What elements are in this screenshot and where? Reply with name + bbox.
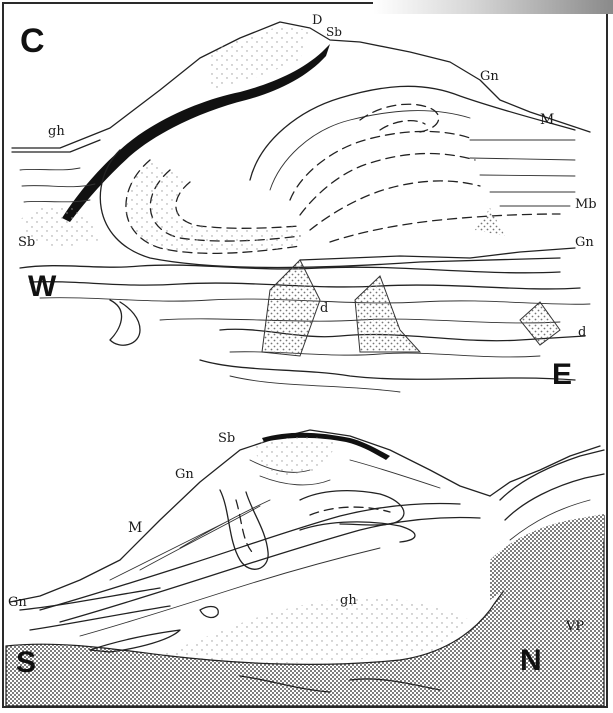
label-Sb-left: Sb — [18, 235, 35, 250]
label-M-lower: M — [128, 520, 142, 536]
label-Sb-lower: Sb — [218, 431, 235, 446]
label-D: D — [312, 13, 322, 28]
label-Gn-lower: Gn — [175, 467, 194, 482]
label-Gn-top: Gn — [480, 69, 499, 84]
label-d-right: d — [578, 325, 586, 340]
direction-north: N — [520, 644, 542, 677]
upper-cross-section — [12, 22, 590, 392]
label-gh-lower: gh — [340, 593, 357, 608]
direction-west: W — [28, 270, 57, 303]
panel-label: C — [20, 22, 45, 60]
label-Gn-left: Gn — [8, 595, 27, 610]
label-M-upper: M — [540, 112, 554, 128]
direction-east: E — [552, 358, 572, 391]
label-gh-upper: gh — [48, 124, 65, 139]
label-d-center: d — [320, 301, 328, 316]
label-VP: VP — [565, 619, 584, 634]
lower-cross-section — [6, 430, 604, 706]
label-Gn-right: Gn — [575, 235, 594, 250]
label-Mb: Mb — [575, 197, 597, 212]
direction-south: S — [16, 646, 36, 679]
label-Sb-top: Sb — [326, 25, 342, 39]
